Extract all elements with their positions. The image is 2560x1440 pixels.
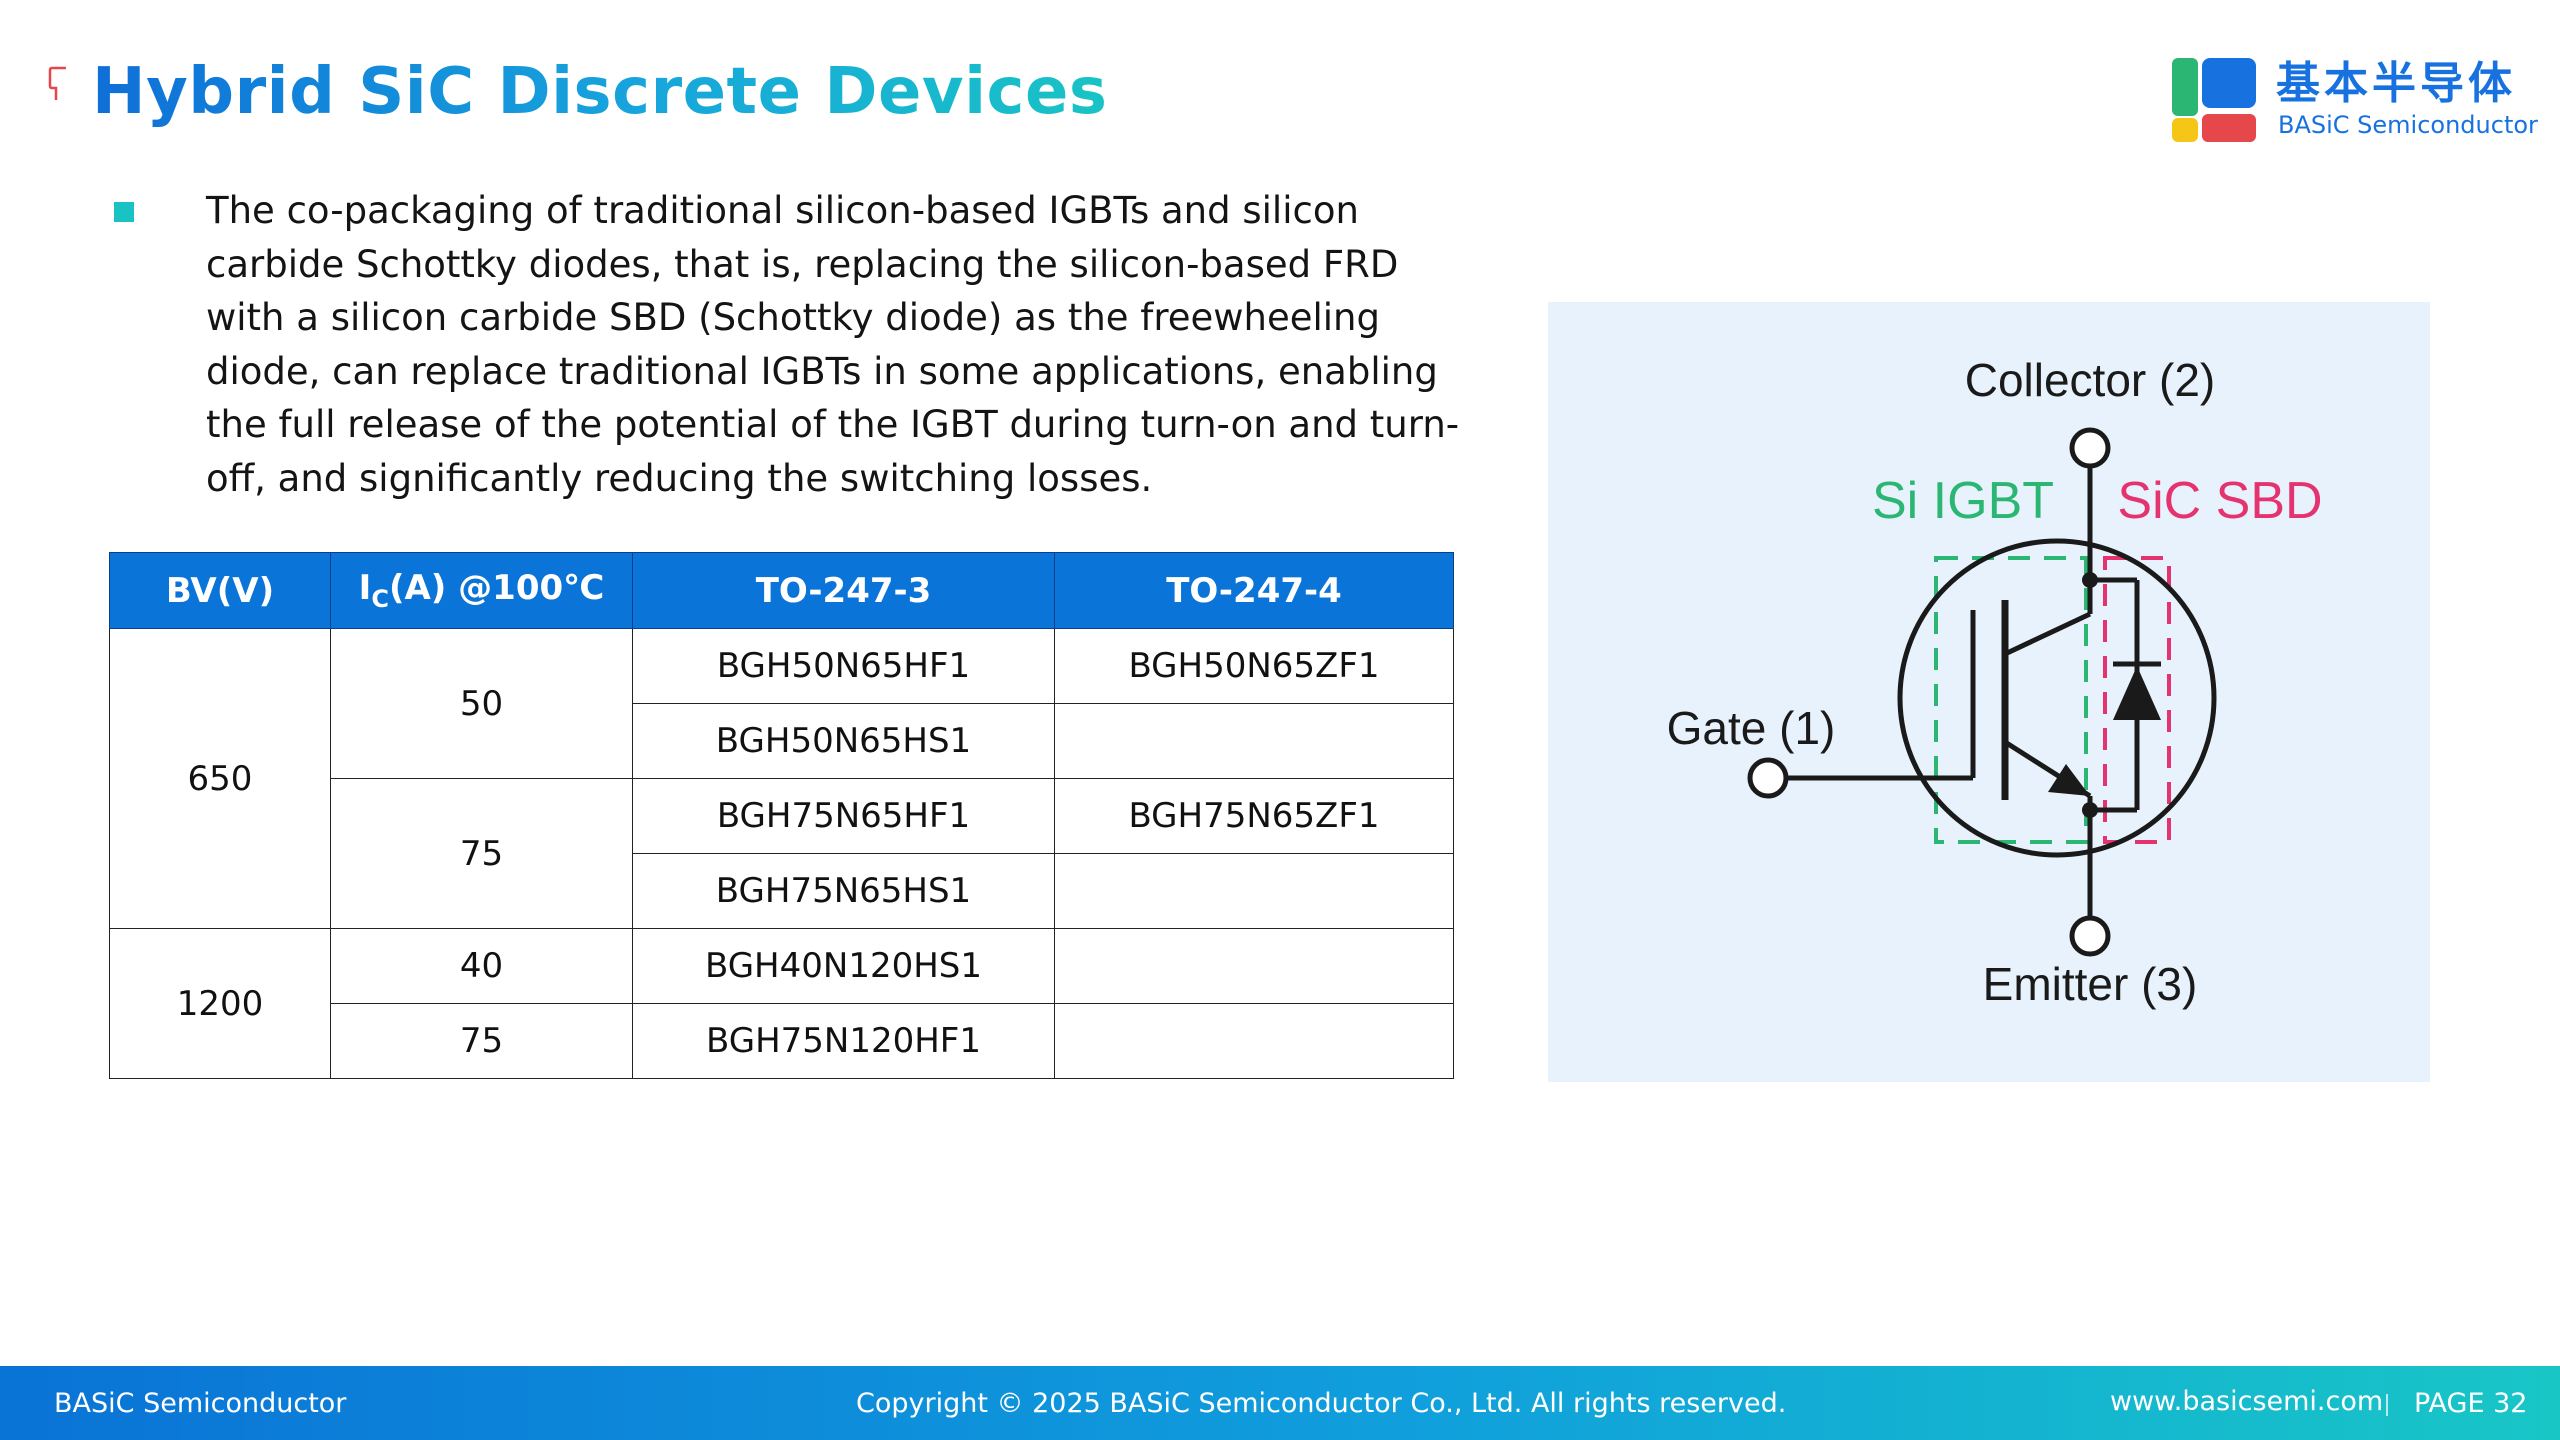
cell-to4 xyxy=(1054,1003,1454,1079)
emitter-arrow-icon xyxy=(2048,764,2090,796)
title-bracket-icon xyxy=(48,66,66,100)
table-row: BGH75N65HS1 xyxy=(110,853,1454,929)
collector-label: Collector (2) xyxy=(1965,354,2216,406)
cell-to4 xyxy=(1054,703,1454,779)
circuit-diagram-panel: Collector (2) Gate (1) Emitter (3) Si IG… xyxy=(1548,302,2430,1082)
cell-to3: BGH50N65HF1 xyxy=(632,628,1055,704)
table-row: 1200 40 BGH40N120HS1 xyxy=(109,928,1454,1079)
footer-divider xyxy=(2386,1394,2388,1416)
logo-cn-text: 基本半导体 xyxy=(2276,58,2516,109)
cell-to3: BGH75N65HF1 xyxy=(632,778,1055,854)
emitter-label: Emitter (3) xyxy=(1983,958,2198,1010)
cell-ic-40: 40 xyxy=(330,928,633,1004)
header-ic: IC(A) @100℃ xyxy=(330,552,633,629)
si-igbt-box xyxy=(1934,556,2088,844)
logo-mark-icon xyxy=(2172,58,2256,142)
footer-website-link[interactable]: www.basicsemi.com xyxy=(2110,1386,2384,1417)
header-ic-rest: (A) @100℃ xyxy=(388,568,605,609)
igbt-collector-branch xyxy=(2003,611,2092,657)
footer-company: BASiC Semiconductor xyxy=(54,1388,347,1419)
footer-bar: BASiC Semiconductor Copyright © 2025 BAS… xyxy=(0,1366,2560,1440)
page-number: PAGE 32 xyxy=(2414,1388,2528,1419)
emitter-terminal-icon xyxy=(2069,915,2111,957)
table-row: 650 50 BGH50N65HF1 BGH50N65ZF1 xyxy=(109,628,1454,929)
bullet-square-icon xyxy=(114,202,134,222)
cell-bv-650: 650 xyxy=(109,628,331,929)
header-to247-4: TO-247-4 xyxy=(1054,552,1454,629)
collector-junction xyxy=(2082,572,2098,588)
cell-to4: BGH50N65ZF1 xyxy=(1054,628,1454,704)
si-igbt-label: Si IGBT xyxy=(1872,472,2054,530)
table-header-row: BV(V) IC(A) @100℃ TO-247-3 TO-247-4 xyxy=(109,552,1454,629)
cell-ic-50: 50 xyxy=(330,628,633,779)
cell-bv-1200: 1200 xyxy=(109,928,331,1079)
cell-to4 xyxy=(1054,853,1454,929)
sic-sbd-label: SiC SBD xyxy=(2117,472,2322,530)
collector-terminal-icon xyxy=(2069,427,2111,469)
cell-to3: BGH50N65HS1 xyxy=(632,703,1055,779)
company-logo: 基本半导体 BASiC Semiconductor xyxy=(2172,58,2538,142)
description-paragraph: The co-packaging of traditional silicon-… xyxy=(206,189,1460,500)
gate-label: Gate (1) xyxy=(1667,702,1836,754)
cell-to4: BGH75N65ZF1 xyxy=(1054,778,1454,854)
gate-terminal-icon xyxy=(1747,757,1789,799)
igbt-sbd-schematic: Collector (2) Gate (1) Emitter (3) Si IG… xyxy=(1667,354,2323,1010)
footer-copyright: Copyright © 2025 BASiC Semiconductor Co.… xyxy=(856,1388,1787,1419)
emitter-junction xyxy=(2082,802,2098,818)
cell-ic-75: 75 xyxy=(330,1003,633,1079)
table-row: 75 BGH75N120HF1 xyxy=(110,1003,1454,1079)
device-table: BV(V) IC(A) @100℃ TO-247-3 TO-247-4 650 … xyxy=(109,552,1454,1079)
logo-en-text: BASiC Semiconductor xyxy=(2278,111,2538,139)
table-row: BGH50N65HS1 xyxy=(110,703,1454,779)
header-ic-sub: C xyxy=(371,584,389,613)
cell-to3: BGH75N65HS1 xyxy=(632,853,1055,929)
header-bv: BV(V) xyxy=(109,552,331,629)
cell-ic-75: 75 xyxy=(330,778,633,929)
header-ic-main: I xyxy=(358,568,372,609)
cell-to4 xyxy=(1054,928,1454,1004)
cell-to3: BGH75N120HF1 xyxy=(632,1003,1055,1079)
cell-to3: BGH40N120HS1 xyxy=(632,928,1055,1004)
package-circle xyxy=(1897,538,2217,858)
sic-sbd-box xyxy=(2103,556,2171,844)
page-title: Hybrid SiC Discrete Devices xyxy=(92,48,1107,136)
header-to247-3: TO-247-3 xyxy=(632,552,1055,629)
diode-triangle-icon xyxy=(2113,666,2161,720)
